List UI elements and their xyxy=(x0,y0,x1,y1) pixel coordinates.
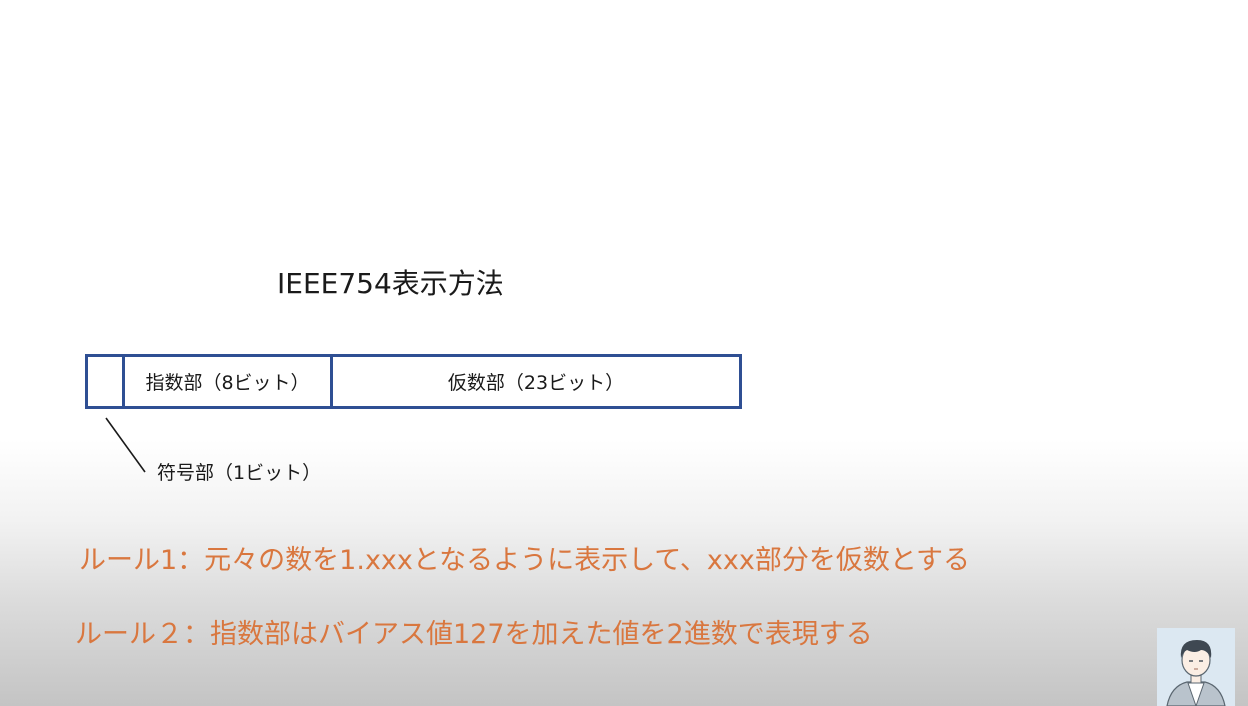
rule-2-text: ルール２：指数部はバイアス値127を加えた値を2進数で表現する xyxy=(75,619,873,650)
exponent-field-cell: 指数部（8ビット） xyxy=(125,357,333,406)
sign-bit-cell xyxy=(88,357,125,406)
sign-field-label: 符号部（1ビット） xyxy=(157,462,322,484)
presenter-avatar-icon xyxy=(1157,628,1235,706)
avatar-illustration xyxy=(1157,628,1235,706)
ieee754-bit-layout: 指数部（8ビット） 仮数部（23ビット） xyxy=(85,354,742,409)
rule-1-text: ルール1：元々の数を1.xxxとなるように表示して、xxx部分を仮数とする xyxy=(79,545,971,576)
mantissa-field-cell: 仮数部（23ビット） xyxy=(447,372,625,394)
slide-title: IEEE754表示方法 xyxy=(277,267,504,300)
